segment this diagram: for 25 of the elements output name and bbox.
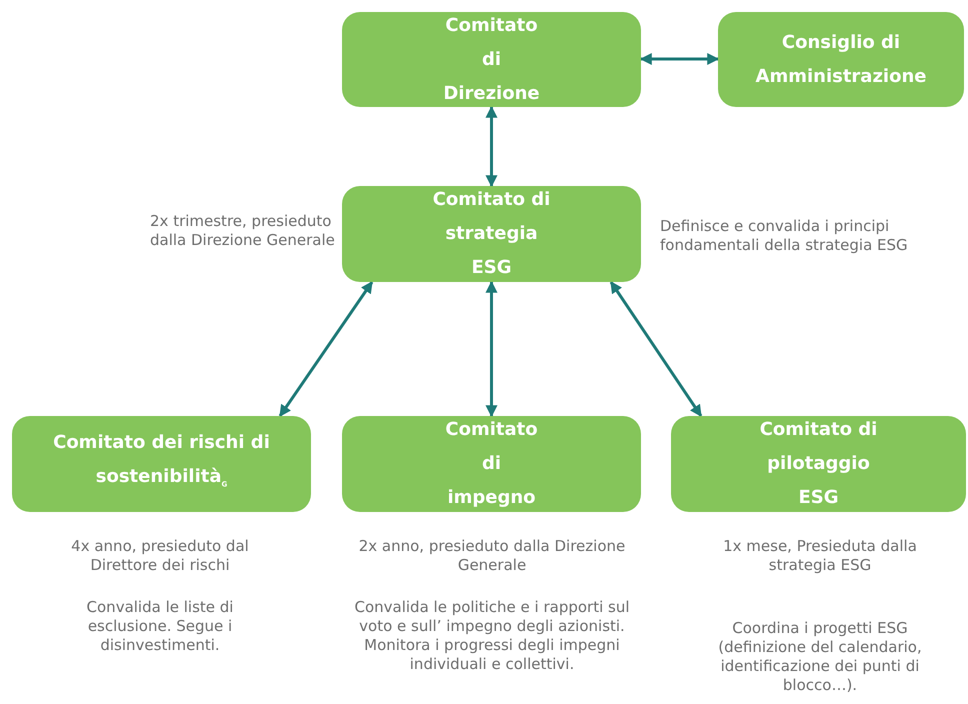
note-text: 2x anno, presieduto dalla Direzione Generale	[358, 537, 626, 575]
double-arrow	[610, 281, 702, 417]
committee-name: Comitato di pilotaggio ESG	[758, 418, 878, 510]
committee-box	[342, 12, 641, 107]
committee-box	[12, 416, 311, 512]
double-arrow	[486, 280, 498, 418]
committee-box	[718, 12, 964, 107]
committee-box	[342, 416, 641, 512]
note-text: Convalida le politiche e i rapporti sul voto e sull’ impegno degli azionisti. Monitora i progressi degli impegni individuali e collettivi.	[353, 598, 631, 674]
note-text: Convalida le liste di esclusione. Segue i disinvestimenti.	[86, 598, 234, 655]
committee-name: Comitato di Direzione	[442, 14, 541, 106]
note-text: 1x mese, Presieduta dalla strategia ESG	[722, 537, 918, 575]
note-text: Coordina i progetti ESG (definizione del calendario, identificazione dei punti di blocco…).	[717, 619, 923, 695]
note-text: 2x trimestre, presieduto dalla Direzione Generale	[150, 212, 335, 250]
double-arrow	[640, 53, 720, 65]
double-arrow	[486, 106, 498, 188]
double-arrow	[278, 281, 374, 417]
committee-name: Comitato dei rischi di sostenibilità$_{G}$	[52, 431, 271, 491]
note-text: Definisce e convalida i principi fondamentali della strategia ESG	[660, 217, 909, 255]
committee-box	[342, 186, 641, 282]
committee-name: Consiglio di Amministrazione	[756, 30, 926, 88]
committee-box	[671, 416, 966, 512]
committee-name: Comitato di strategia ESG	[432, 188, 551, 280]
note-text: 4x anno, presieduto dal Direttore dei rischi	[70, 537, 250, 575]
committee-name: Comitato di impegno	[444, 418, 539, 510]
